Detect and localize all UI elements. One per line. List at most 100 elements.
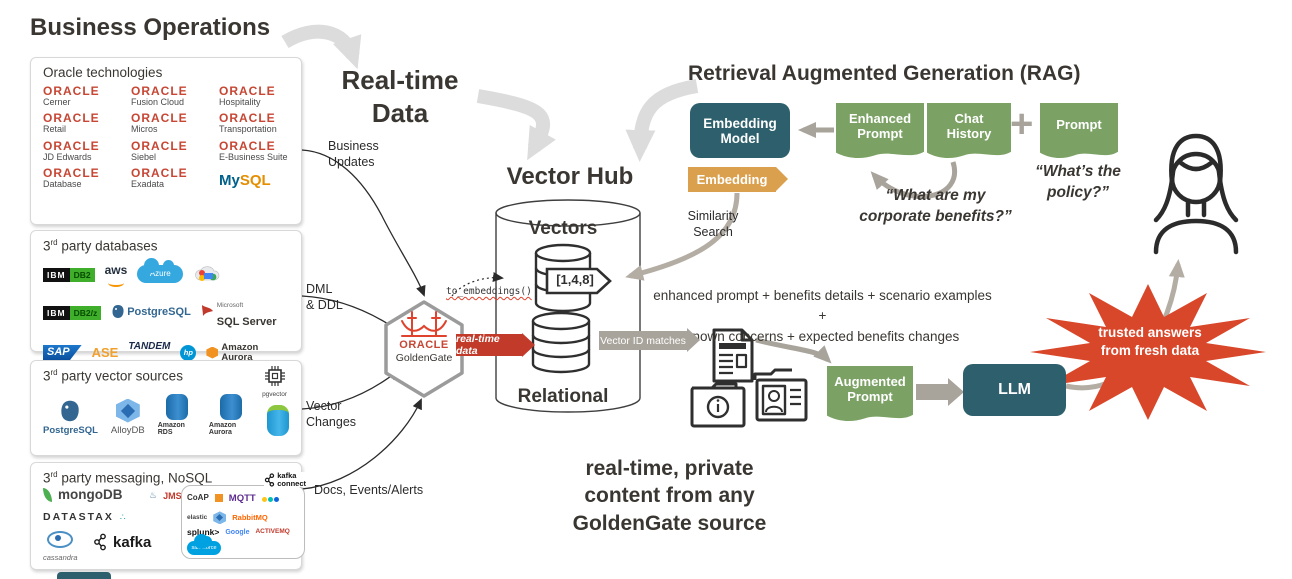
quote-policy: “What’s the policy?” xyxy=(1035,163,1121,201)
augmented-prompt-node: Augmented Prompt xyxy=(827,366,913,424)
aws-hexagon-icon xyxy=(213,511,227,525)
logo-splunk: splunk> xyxy=(187,527,220,538)
logo-sap: SAP xyxy=(43,345,82,360)
logo-aws: aws xyxy=(105,261,127,287)
chat-history-label: Chat History xyxy=(927,103,1011,149)
panel-3rd-party-vector-sources: 3rd party vector sources pgvector Postgr… xyxy=(30,360,302,456)
enhanced-prompt-label: Enhanced Prompt xyxy=(836,103,924,149)
aurora-postgresql-icon xyxy=(267,404,289,436)
edge-dml-ddl: DML & DDL xyxy=(306,282,343,312)
logo-elastic: elastic xyxy=(187,513,208,521)
logo-aurora-postgresql xyxy=(267,404,289,436)
panel-3rd-party-messaging: 3rd party messaging, NoSQL mongoDB ♨ JMS… xyxy=(30,462,306,570)
logo-amazon-aurora-vector: Amazon Aurora xyxy=(209,393,254,436)
mongodb-leaf-icon xyxy=(43,487,52,502)
edge-docs-events: Docs, Events/Alerts xyxy=(314,483,424,497)
rds-cylinder-icon xyxy=(165,393,188,420)
prompt-label: Prompt xyxy=(1040,103,1118,149)
logo-salesforce: salesforce xyxy=(187,533,221,555)
relational-label: Relational xyxy=(517,386,609,407)
logo-alloydb: AlloyDB xyxy=(111,398,145,436)
logo-ase: ASE xyxy=(91,345,119,360)
realtime-data-arrow: real-time data xyxy=(456,333,535,357)
logo-postgresql: PostgreSQL xyxy=(111,304,191,319)
partial-next-panel xyxy=(57,572,111,579)
logo-datastax: DATASTAX∴ xyxy=(43,511,126,523)
rag-title: Retrieval Augmented Generation (RAG) xyxy=(688,62,1081,85)
logo-amazon-rds: Amazon RDS xyxy=(158,393,196,436)
chat-history-node: Chat History xyxy=(927,103,1011,161)
id-card-icon xyxy=(753,368,808,422)
vectors-label: Vectors xyxy=(528,218,598,239)
logo-kafka: kafka xyxy=(93,533,151,551)
elastic-dots-icon xyxy=(261,489,280,507)
cassandra-eye-icon xyxy=(47,531,74,548)
similarity-search-label: Similarity Search xyxy=(687,209,739,239)
source-connectors xyxy=(301,149,426,490)
logo-hp: hp xyxy=(180,344,197,361)
kafka-icon xyxy=(94,533,106,551)
trusted-answers-label: trusted answers from fresh data xyxy=(1098,325,1202,358)
postgres-elephant-icon xyxy=(61,400,80,421)
alloydb-hexagon-icon xyxy=(115,398,140,423)
prompt-node: Prompt xyxy=(1040,103,1118,161)
pgvector-label: pgvector xyxy=(262,391,287,398)
plus-sign: + xyxy=(1010,102,1034,146)
info-folder-icon xyxy=(690,382,746,428)
logo-cassandra: cassandra xyxy=(43,531,78,562)
embedding-model-node: Embedding Model xyxy=(690,103,790,158)
messaging-cluster-panel: kafka connect CoAP MQTT elastic RabbitMQ… xyxy=(181,472,306,559)
context-line: enhanced prompt + benefits details + sce… xyxy=(653,288,992,344)
llm-node: LLM xyxy=(963,364,1066,416)
aurora-cubes-icon xyxy=(206,346,219,359)
vector-value: [1,4,8] xyxy=(556,272,594,287)
logo-mqtt: MQTT xyxy=(228,492,256,504)
realtime-data-label: Real-time Data xyxy=(341,65,459,128)
enhanced-prompt-node: Enhanced Prompt xyxy=(836,103,924,161)
quote-benefits: “What are my corporate benefits?” xyxy=(859,187,1012,225)
edge-vector-changes: Vector Changes xyxy=(306,399,357,429)
logo-rabbitmq: RabbitMQ xyxy=(232,513,268,523)
to-embeddings-label: to_embeddings() xyxy=(446,286,532,297)
user-person-icon xyxy=(1153,133,1239,255)
edge-business-updates: Business Updates xyxy=(328,139,379,169)
kafka-icon xyxy=(265,472,275,487)
pgvector-chip: pgvector xyxy=(262,366,287,398)
panel-messaging-title: 3rd party messaging, NoSQL xyxy=(43,470,213,486)
logo-jms: ♨ JMS xyxy=(149,490,182,501)
business-operations-title: Business Operations xyxy=(30,14,271,41)
logo-mongodb: mongoDB xyxy=(43,487,123,502)
relational-cylinder-icon xyxy=(531,311,591,374)
postgres-elephant-icon xyxy=(112,305,124,318)
logo-kafka-connect: kafka connect xyxy=(264,472,306,487)
augmented-prompt-label: Augmented Prompt xyxy=(827,366,913,412)
logo-azure: Azure xyxy=(137,257,184,283)
datastax-swirl-icon: ∴ xyxy=(119,511,126,522)
sql-server-icon xyxy=(201,305,213,316)
goldengate-product: GoldenGate xyxy=(395,352,453,364)
pgvector-chip-icon xyxy=(264,366,285,386)
goldengate-brand: ORACLE xyxy=(399,339,449,351)
aurora-cylinder-icon xyxy=(220,393,243,420)
panel-databases-title: 3rd party databases xyxy=(43,238,158,254)
goldengate-bridge-icon xyxy=(401,311,447,337)
vector-hub-title: Vector Hub xyxy=(506,163,634,190)
vector-id-matches-arrow: Vector ID matches xyxy=(599,328,700,352)
panel-vector-sources-title: 3rd party vector sources xyxy=(43,368,183,384)
